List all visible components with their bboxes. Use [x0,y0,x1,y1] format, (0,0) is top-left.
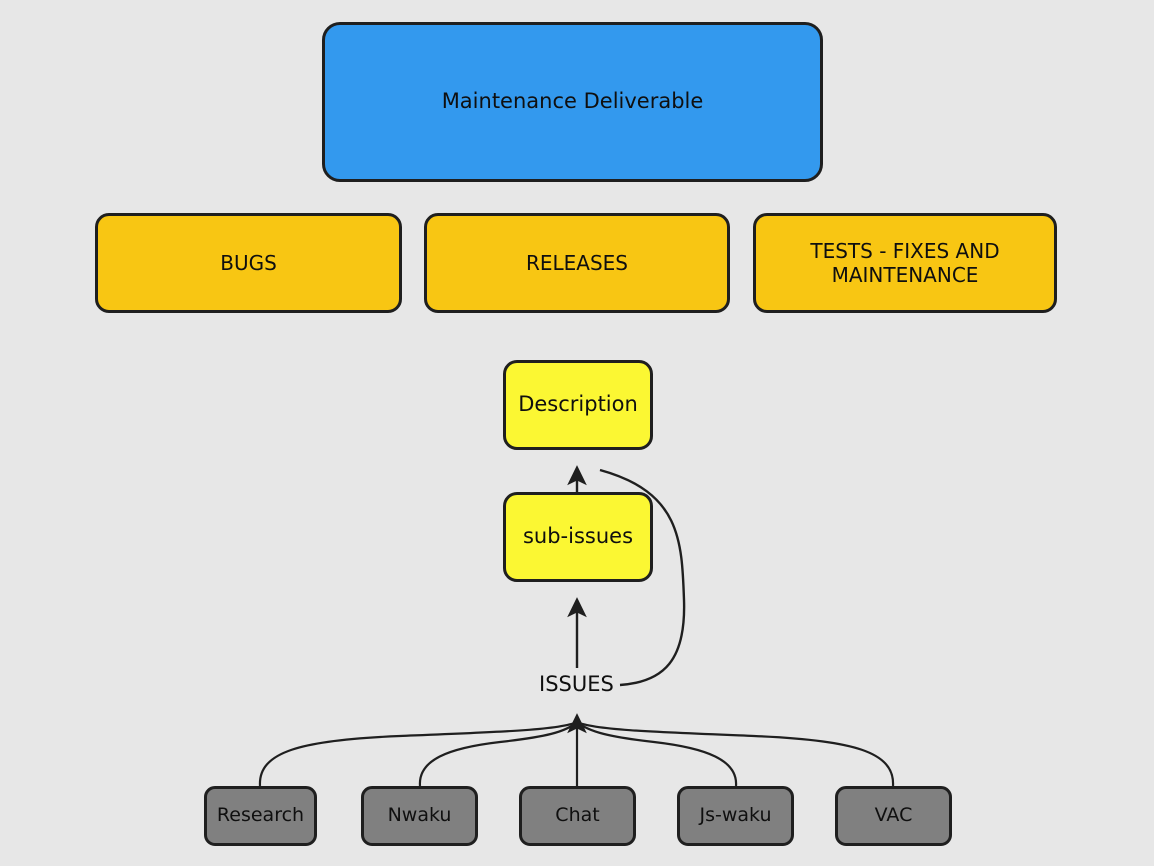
node-source-research[interactable]: Research [204,786,317,846]
node-category-bugs[interactable]: BUGS [95,213,402,313]
node-category-releases[interactable]: RELEASES [424,213,730,313]
edge-jswaku-to-issues [576,721,738,787]
node-label: Research [216,804,305,827]
node-source-nwaku[interactable]: Nwaku [361,786,478,846]
node-label: Nwaku [387,804,452,827]
node-label: Maintenance Deliverable [441,89,704,114]
node-label: Description [518,392,638,417]
node-label: Chat [555,804,600,827]
node-label: TESTS - FIXES AND MAINTENANCE [810,238,1000,287]
edge-research-to-issues [258,720,578,787]
edge-nwaku-to-issues [418,721,578,787]
node-description[interactable]: Description [503,360,653,450]
node-label: sub-issues [522,524,634,549]
edge-label-issues: ISSUES [537,672,616,696]
node-source-vac[interactable]: VAC [835,786,952,846]
node-category-tests-fixes-and-maintenance[interactable]: TESTS - FIXES AND MAINTENANCE [753,213,1057,313]
edge-vac-to-issues [576,720,895,787]
node-label: BUGS [220,250,277,275]
node-label: RELEASES [525,250,629,275]
node-source-js-waku[interactable]: Js-waku [677,786,794,846]
node-maintenance-deliverable[interactable]: Maintenance Deliverable [322,22,823,182]
node-label: Js-waku [699,804,772,827]
node-source-chat[interactable]: Chat [519,786,636,846]
node-label: VAC [874,804,913,827]
node-sub-issues[interactable]: sub-issues [503,492,653,582]
